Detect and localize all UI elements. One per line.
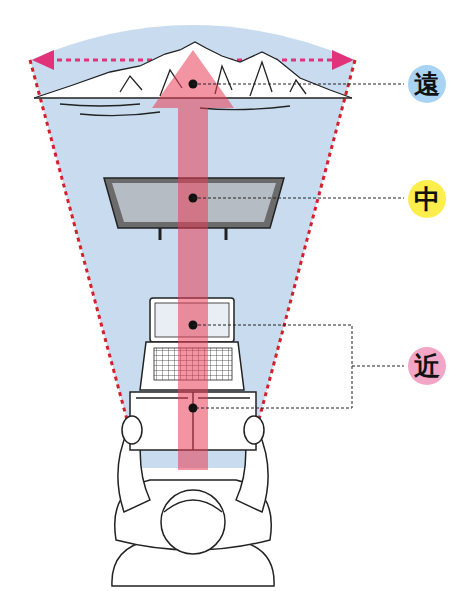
focus-arrow [152, 50, 234, 470]
arrow-head [332, 50, 354, 70]
leader-line [352, 366, 404, 367]
leader-lines [193, 84, 404, 408]
label-circle: 近 [408, 347, 446, 385]
leader-line [193, 84, 404, 85]
left-hand [122, 416, 142, 444]
right-hand [244, 416, 264, 444]
head [161, 490, 225, 554]
arrow-head [32, 50, 54, 70]
view-edge [246, 60, 355, 468]
leader-line [193, 198, 404, 199]
bracket [193, 325, 352, 408]
hair-line [164, 500, 222, 512]
distance-label: 中 [414, 186, 440, 212]
label-circle: 遠 [408, 65, 446, 103]
label-circle: 中 [408, 180, 446, 218]
distance-label: 近 [414, 353, 440, 379]
distance-label: 遠 [414, 71, 440, 97]
view-edge [30, 60, 140, 468]
